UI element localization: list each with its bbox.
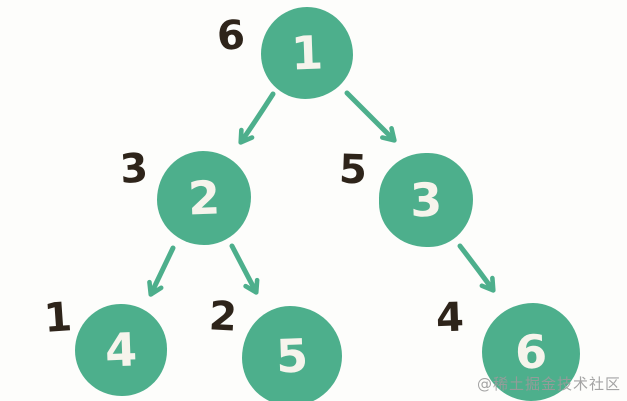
tree-node-4-value: 4 xyxy=(104,322,138,378)
tree-node-6: 6 xyxy=(482,303,580,401)
tree-node-6-value: 6 xyxy=(514,324,548,380)
tree-node-2: 2 xyxy=(157,151,251,245)
edge-arrow-3-to-6 xyxy=(457,243,496,293)
watermark: @稀土掘金技术社区 xyxy=(476,375,621,393)
count-label-node-5: 2 xyxy=(207,293,239,341)
tree-node-5: 5 xyxy=(242,306,342,401)
count-label-node-1: 6 xyxy=(215,12,247,60)
tree-node-1: 1 xyxy=(261,7,353,99)
count-label-node-6: 4 xyxy=(435,294,465,342)
tree-node-2-value: 2 xyxy=(187,170,221,226)
tree-node-1-value: 1 xyxy=(290,25,324,81)
edge-arrow-1-to-3 xyxy=(344,90,397,143)
tree-node-3-value: 3 xyxy=(409,172,443,228)
count-label-node-3: 5 xyxy=(338,146,368,194)
edge-arrow-2-to-5 xyxy=(229,243,260,295)
edge-arrow-2-to-4 xyxy=(147,245,176,297)
tree-node-3: 3 xyxy=(379,153,473,247)
edge-arrow-1-to-2 xyxy=(238,91,276,145)
count-label-node-2: 3 xyxy=(118,145,150,193)
count-label-node-4: 1 xyxy=(42,294,74,342)
tree-node-5-value: 5 xyxy=(275,328,309,384)
tree-node-4: 4 xyxy=(75,304,167,396)
